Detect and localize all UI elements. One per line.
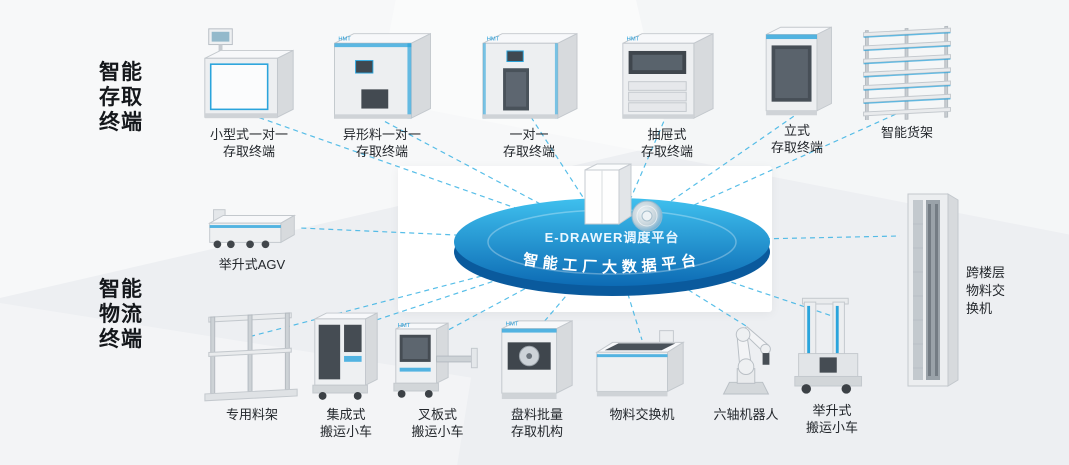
- integrated-cart-icon: [307, 300, 385, 402]
- server-cabinet-icon: [584, 163, 632, 225]
- section-label-logistics: 智能 物流 终端: [99, 277, 143, 352]
- device-lifting-cart: 举升式 搬运小车: [790, 296, 874, 436]
- material-exchanger-icon: [591, 300, 693, 402]
- brand-logo: HMT: [487, 36, 500, 42]
- device-label: 异形料一对一 存取终端: [343, 126, 421, 160]
- device-fork-plate-cart: HMT 叉板式 搬运小车: [390, 300, 485, 440]
- device-label: 立式 存取终端: [771, 122, 823, 156]
- device-label-line: 换机: [966, 301, 993, 316]
- section-label-storage: 智能 存取 终端: [99, 60, 143, 135]
- device-six-axis-robot: 六轴机器人: [706, 300, 786, 423]
- device-label: 叉板式 搬运小车: [411, 406, 463, 440]
- section-label-line: 智能: [99, 61, 143, 84]
- central-platform: E-DRAWER调度平台 智能工厂大数据平台: [447, 160, 777, 310]
- device-drawer-terminal: HMT 抽屉式 存取终端: [615, 28, 719, 160]
- device-label-line: 智能货架: [880, 125, 933, 140]
- device-label-line: 盘料批量: [510, 407, 563, 422]
- device-label-line: 立式: [783, 123, 810, 138]
- six-axis-robot-icon: [706, 300, 786, 402]
- device-label-line: 专用料架: [225, 407, 278, 422]
- device-label: 举升式AGV: [219, 256, 285, 273]
- device-tray-batch-storage: HMT 盘料批量 存取机构: [494, 300, 580, 440]
- device-label-line: 物料交: [966, 283, 1006, 298]
- device-label-line: 存取终端: [502, 144, 555, 159]
- device-label-line: 存取终端: [222, 144, 275, 159]
- device-label-line: 跨楼层: [966, 265, 1006, 280]
- device-material-exchanger: 物料交换机: [590, 300, 694, 423]
- device-label: 六轴机器人: [713, 406, 778, 423]
- device-label: 盘料批量 存取机构: [511, 406, 563, 440]
- platform-title: E-DRAWER调度平台: [545, 230, 680, 245]
- device-label-line: 搬运小车: [411, 424, 464, 439]
- cd-disc-icon: [631, 200, 663, 232]
- small-one-to-one-terminal-icon: [195, 28, 303, 122]
- brand-logo: HMT: [506, 322, 519, 328]
- device-dedicated-rack: 专用料架: [198, 300, 306, 423]
- tray-batch-storage-icon: HMT: [494, 300, 580, 402]
- device-label-line: 集成式: [326, 407, 366, 422]
- brand-logo: HMT: [338, 36, 351, 42]
- device-label-line: 一对一: [509, 127, 549, 142]
- device-label: 物料交换机: [609, 406, 674, 423]
- section-label-line: 终端: [99, 111, 143, 134]
- device-label-line: 存取终端: [770, 140, 823, 155]
- device-label: 举升式 搬运小车: [806, 402, 858, 436]
- fork-plate-cart-icon: HMT: [390, 300, 485, 402]
- device-label-line: 叉板式: [417, 407, 457, 422]
- device-special-material-terminal: HMT 异形料一对一 存取终端: [326, 28, 438, 160]
- device-one-to-one-terminal: HMT 一对一 存取终端: [474, 28, 584, 160]
- device-label-line: 小型式一对一: [209, 127, 288, 142]
- device-vertical-terminal: 立式 存取终端: [750, 24, 844, 156]
- device-label-line: 六轴机器人: [713, 407, 779, 422]
- device-label-line: 存取终端: [640, 144, 693, 159]
- device-lifting-agv: 举升式AGV: [198, 202, 306, 273]
- smart-shelf-icon: [854, 25, 960, 120]
- brand-logo: HMT: [627, 36, 640, 42]
- device-label-line: 物料交换机: [609, 407, 675, 422]
- device-label: 专用料架: [226, 406, 278, 423]
- device-label: 集成式 搬运小车: [320, 406, 372, 440]
- special-material-terminal-icon: HMT: [326, 28, 438, 122]
- device-small-one-to-one-terminal: 小型式一对一 存取终端: [193, 28, 305, 160]
- device-label: 抽屉式 存取终端: [641, 126, 693, 160]
- device-label-line: 举升式: [812, 403, 852, 418]
- device-label-line: 异形料一对一: [342, 127, 421, 142]
- cross-floor-exchanger-icon: [904, 190, 962, 392]
- device-label: 跨楼层 物料交 换机: [966, 264, 1014, 318]
- section-label-line: 智能: [99, 278, 143, 301]
- device-label-line: 搬运小车: [805, 420, 858, 435]
- drawer-terminal-icon: HMT: [615, 28, 719, 122]
- device-label-line: 举升式AGV: [218, 257, 286, 272]
- device-label-line: 抽屉式: [647, 127, 687, 142]
- device-label: 智能货架: [881, 124, 933, 141]
- brand-logo: HMT: [398, 323, 411, 329]
- lifting-agv-icon: [200, 202, 304, 252]
- device-label-line: 存取机构: [510, 424, 563, 439]
- device-label-line: 存取终端: [355, 144, 408, 159]
- device-label: 小型式一对一 存取终端: [210, 126, 288, 160]
- vertical-terminal-icon: [754, 24, 840, 118]
- device-integrated-cart: 集成式 搬运小车: [306, 300, 386, 440]
- dedicated-rack-icon: [199, 300, 305, 402]
- lifting-cart-icon: [791, 296, 873, 398]
- device-label-line: 搬运小车: [319, 424, 372, 439]
- section-label-line: 物流: [99, 303, 143, 326]
- device-smart-shelf: 智能货架: [853, 25, 961, 141]
- section-label-line: 终端: [99, 328, 143, 351]
- device-label: 一对一 存取终端: [503, 126, 555, 160]
- section-label-line: 存取: [99, 86, 143, 109]
- one-to-one-terminal-icon: HMT: [474, 28, 584, 122]
